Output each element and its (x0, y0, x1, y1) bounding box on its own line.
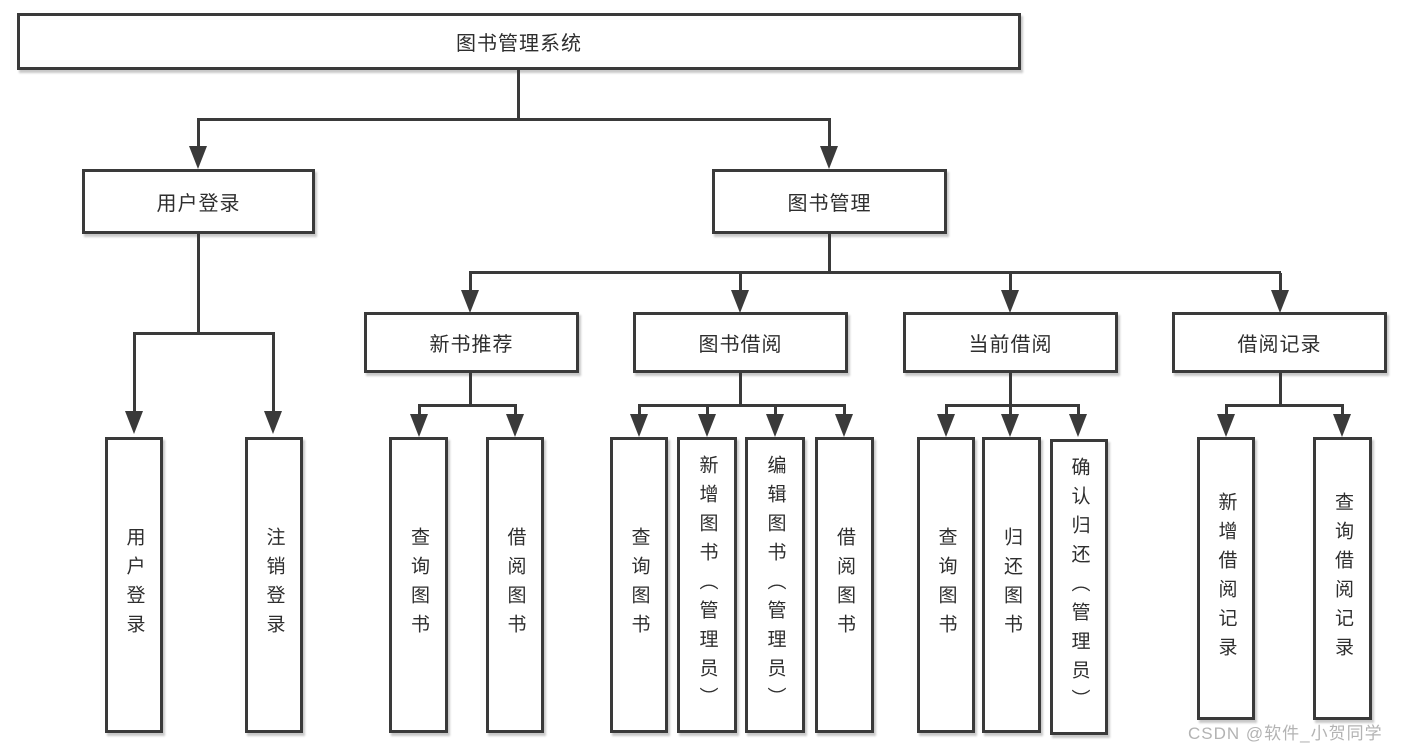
arrow-down-icon (1069, 414, 1087, 437)
arrow-down-icon (506, 414, 524, 437)
arrow-down-icon (264, 411, 282, 434)
arrow-down-icon (766, 414, 784, 437)
node-label: 图书借阅 (698, 334, 783, 356)
leaf-edit-book-admin: 编辑图书（管理员） (745, 437, 805, 733)
arrow-down-icon (731, 290, 749, 313)
csdn-watermark: CSDN @软件_小贺同学 (1188, 724, 1383, 743)
leaf-label: 查询图书 (408, 527, 429, 643)
leaf-add-borrow-record: 新增借阅记录 (1197, 437, 1255, 720)
connector-line (469, 273, 472, 293)
node-borrowing-records: 借阅记录 (1172, 312, 1387, 373)
connector-line (638, 404, 846, 407)
connector-line (1341, 406, 1344, 416)
node-label: 当前借阅 (968, 334, 1053, 356)
leaf-label: 确认归还（管理员） (1068, 456, 1090, 718)
leaf-logout: 注销登录 (245, 437, 303, 733)
node-label: 图书管理 (787, 193, 872, 215)
arrow-down-icon (698, 414, 716, 437)
leaf-confirm-return-admin: 确认归还（管理员） (1050, 439, 1108, 735)
connector-line (774, 406, 777, 416)
connector-line (739, 273, 742, 293)
leaf-query-book-recommend: 查询图书 (389, 437, 448, 733)
connector-line (1077, 406, 1080, 416)
connector-line (1279, 371, 1282, 406)
arrow-down-icon (1217, 414, 1235, 437)
leaf-label: 借阅图书 (834, 527, 855, 643)
leaf-label: 查询图书 (628, 527, 650, 643)
connector-line (828, 233, 831, 273)
connector-line (1009, 406, 1012, 416)
arrow-down-icon (1271, 290, 1289, 313)
leaf-label: 借阅图书 (504, 527, 526, 643)
leaf-label: 查询图书 (935, 527, 957, 643)
arrow-down-icon (410, 414, 428, 437)
arrow-down-icon (189, 146, 207, 169)
connector-line (133, 332, 275, 335)
node-label: 借阅记录 (1237, 334, 1322, 356)
node-root: 图书管理系统 (17, 13, 1021, 70)
arrow-down-icon (937, 414, 955, 437)
leaf-label: 新增图书（管理员） (696, 454, 718, 716)
connector-line (418, 404, 517, 407)
leaf-borrow-book-borrowing: 借阅图书 (815, 437, 874, 733)
leaf-label: 归还图书 (1001, 527, 1022, 643)
connector-line (418, 406, 421, 416)
connector-line (945, 406, 948, 416)
arrow-down-icon (1333, 414, 1351, 437)
leaf-query-book-current: 查询图书 (917, 437, 975, 733)
leaf-borrow-book-recommend: 借阅图书 (486, 437, 544, 733)
node-book-borrowing: 图书借阅 (633, 312, 848, 373)
connector-line (1009, 273, 1012, 293)
connector-line (517, 70, 520, 119)
node-label: 用户登录 (156, 193, 241, 215)
arrow-down-icon (1001, 290, 1019, 313)
node-label: 新书推荐 (429, 334, 514, 356)
arrow-down-icon (461, 290, 479, 313)
arrow-down-icon (1001, 414, 1019, 437)
connector-line (945, 404, 1080, 407)
leaf-label: 注销登录 (263, 527, 285, 643)
connector-line (469, 371, 472, 406)
leaf-user-login: 用户登录 (105, 437, 163, 733)
connector-line (514, 406, 517, 416)
connector-line (197, 120, 200, 148)
leaf-return-book: 归还图书 (982, 437, 1041, 733)
leaf-add-book-admin: 新增图书（管理员） (677, 437, 737, 733)
node-user-login: 用户登录 (82, 169, 315, 234)
connector-line (1279, 273, 1282, 293)
leaf-label: 用户登录 (123, 527, 145, 643)
leaf-label: 新增借阅记录 (1215, 491, 1237, 666)
connector-line (272, 334, 275, 414)
connector-line (1225, 406, 1228, 416)
node-book-management: 图书管理 (712, 169, 947, 234)
node-new-book-recommend: 新书推荐 (364, 312, 579, 373)
arrow-down-icon (125, 411, 143, 434)
arrow-down-icon (630, 414, 648, 437)
connector-line (638, 406, 641, 416)
arrow-down-icon (835, 414, 853, 437)
connector-line (197, 233, 200, 334)
connector-line (843, 406, 846, 416)
node-label: 图书管理系统 (456, 33, 582, 55)
connector-line (706, 406, 709, 416)
connector-line (197, 118, 831, 121)
leaf-query-book-borrowing: 查询图书 (610, 437, 668, 733)
connector-line (828, 120, 831, 148)
connector-line (1009, 371, 1012, 406)
connector-line (1225, 404, 1344, 407)
leaf-label: 查询借阅记录 (1332, 491, 1353, 666)
connector-line (469, 271, 1281, 274)
leaf-query-borrow-record: 查询借阅记录 (1313, 437, 1372, 720)
node-current-borrowing: 当前借阅 (903, 312, 1118, 373)
leaf-label: 编辑图书（管理员） (764, 454, 786, 716)
connector-line (133, 334, 136, 414)
arrow-down-icon (820, 146, 838, 169)
connector-line (739, 371, 742, 406)
